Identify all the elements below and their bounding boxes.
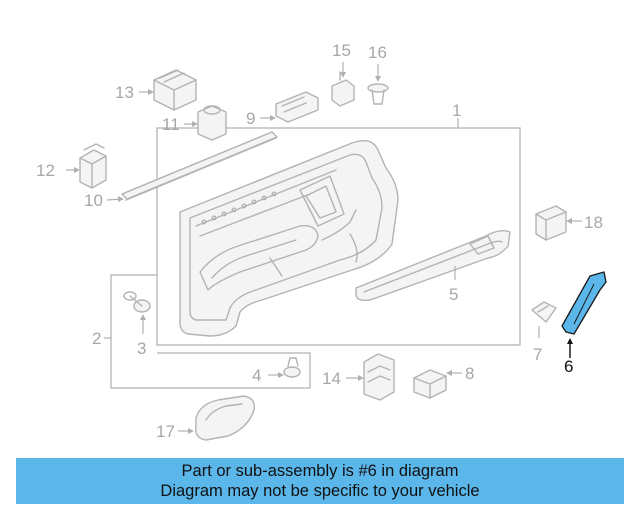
parts-diagram: 1 2 3 4 5 6 7 8 9 10 11 12 13 14 15 16 1… <box>36 41 607 441</box>
callout-14: 14 <box>322 369 341 388</box>
callout-6: 6 <box>564 357 573 376</box>
handle-bezel-part-17 <box>178 395 255 441</box>
callout-1: 1 <box>452 101 461 120</box>
callout-7: 7 <box>533 345 542 364</box>
callout-5: 5 <box>449 285 458 304</box>
switch-panel-part-9 <box>260 91 319 123</box>
bracket-1 <box>156 127 521 346</box>
trim-strip-part-5 <box>355 229 511 302</box>
callout-9: 9 <box>246 109 255 128</box>
callout-2: 2 <box>92 329 101 348</box>
callout-18: 18 <box>584 213 603 232</box>
callout-10: 10 <box>84 191 103 210</box>
callout-16: 16 <box>368 43 387 62</box>
diagram-notice-banner: Part or sub-assembly is #6 in diagram Di… <box>16 458 624 504</box>
bolt-part-3 <box>123 291 151 334</box>
callout-12: 12 <box>36 161 55 180</box>
clip-part-15 <box>331 62 355 107</box>
switch-part-14 <box>346 353 395 401</box>
push-retainer-part-16 <box>367 64 389 105</box>
highlighted-garnish-part-6 <box>561 271 607 358</box>
callout-15: 15 <box>332 41 351 60</box>
banner-line-2: Diagram may not be specific to your vehi… <box>160 482 480 500</box>
bracket-2 <box>110 274 311 389</box>
callout-13: 13 <box>115 83 134 102</box>
window-switch-part-13 <box>139 69 197 111</box>
callout-3: 3 <box>137 339 146 358</box>
door-trim-panel-part-1 <box>179 140 399 337</box>
bracket-part-8 <box>413 369 462 399</box>
switch-housing-part-12 <box>66 143 107 189</box>
clip-part-4 <box>268 357 301 378</box>
callout-17: 17 <box>156 422 175 441</box>
module-part-18 <box>535 205 582 241</box>
banner-line-1: Part or sub-assembly is #6 in diagram <box>181 462 459 480</box>
callout-11: 11 <box>162 115 180 134</box>
callout-8: 8 <box>465 364 474 383</box>
mirror-switch-part-11 <box>184 105 227 141</box>
bracket-part-7 <box>531 301 557 338</box>
belt-molding-part-10 <box>106 131 278 202</box>
callout-4: 4 <box>252 366 261 385</box>
